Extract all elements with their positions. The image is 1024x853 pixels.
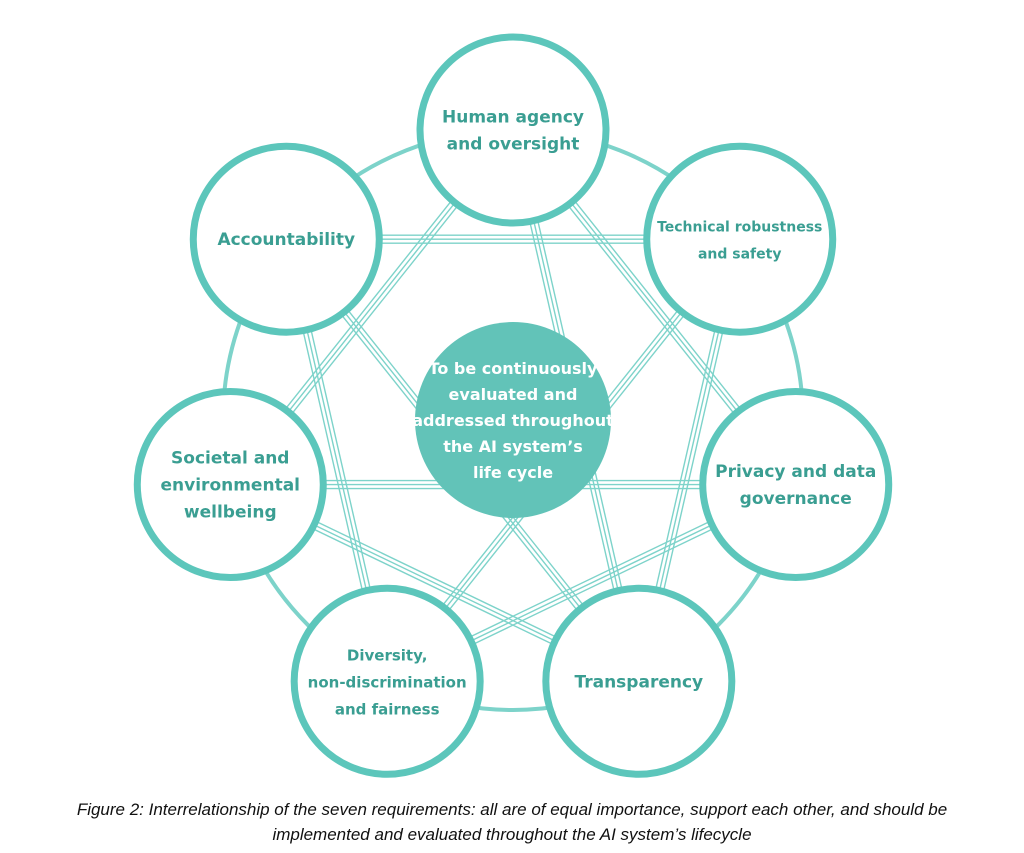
- node-label-line: Privacy and data: [715, 462, 876, 482]
- node-accountability: Accountability: [189, 142, 383, 336]
- center-label-line: addressed throughout: [412, 411, 614, 430]
- node-label-line: environmental: [161, 476, 300, 496]
- node-label-line: Technical robustness: [657, 220, 822, 236]
- node-circle: [133, 388, 327, 582]
- node-societal: Societal and environmental wellbeing: [133, 388, 327, 582]
- node-label-line: Transparency: [575, 672, 704, 692]
- node-circle: [290, 584, 484, 778]
- requirements-diagram: To be continuously evaluated and addressed…: [133, 33, 893, 778]
- center-circle: [415, 322, 611, 518]
- node-label: Accountability: [217, 230, 355, 250]
- node-label-line: Societal and: [171, 449, 289, 469]
- node-label-line: and fairness: [335, 700, 440, 718]
- node-circle: [699, 388, 893, 582]
- node-circle: [189, 142, 383, 336]
- node-transparency: Transparency: [542, 584, 736, 778]
- node-diversity: Diversity, non-discrimination and fairness: [290, 584, 484, 778]
- center-label: To be continuously evaluated and addressed…: [412, 359, 614, 482]
- node-label-line: governance: [740, 489, 852, 509]
- node-label-line: Accountability: [217, 230, 355, 250]
- node-label: Human agency and oversight: [442, 108, 584, 155]
- center-label-line: life cycle: [473, 463, 553, 482]
- figure-caption: Figure 2: Interrelationship of the seven…: [0, 797, 1024, 847]
- node-privacy: Privacy and data governance: [699, 388, 893, 582]
- node-label: Technical robustness and safety: [657, 220, 822, 263]
- node-label: Diversity, non-discrimination and fairness: [308, 646, 467, 718]
- center-label-line: To be continuously: [429, 359, 598, 378]
- center-label-line: evaluated and: [449, 385, 578, 404]
- node-circle: [416, 33, 610, 227]
- node-label-line: non-discrimination: [308, 673, 467, 691]
- caption-line-2: implemented and evaluated throughout the…: [272, 825, 752, 844]
- node-circle: [542, 584, 736, 778]
- node-label: Transparency: [575, 672, 704, 692]
- node-label-line: Diversity,: [347, 646, 428, 664]
- node-human-agency: Human agency and oversight: [416, 33, 610, 227]
- node-label-line: wellbeing: [184, 503, 277, 523]
- node-label-line: Human agency: [442, 108, 584, 128]
- node-label: Privacy and data governance: [715, 462, 876, 509]
- node-label-line: and safety: [698, 247, 782, 263]
- node-circle: [643, 142, 837, 336]
- node-technical-robustness: Technical robustness and safety: [643, 142, 837, 336]
- node-label: Societal and environmental wellbeing: [161, 449, 300, 523]
- node-label-line: and oversight: [447, 135, 580, 155]
- caption-line-1: Figure 2: Interrelationship of the seven…: [76, 800, 948, 819]
- center-label-line: the AI system’s: [443, 437, 583, 456]
